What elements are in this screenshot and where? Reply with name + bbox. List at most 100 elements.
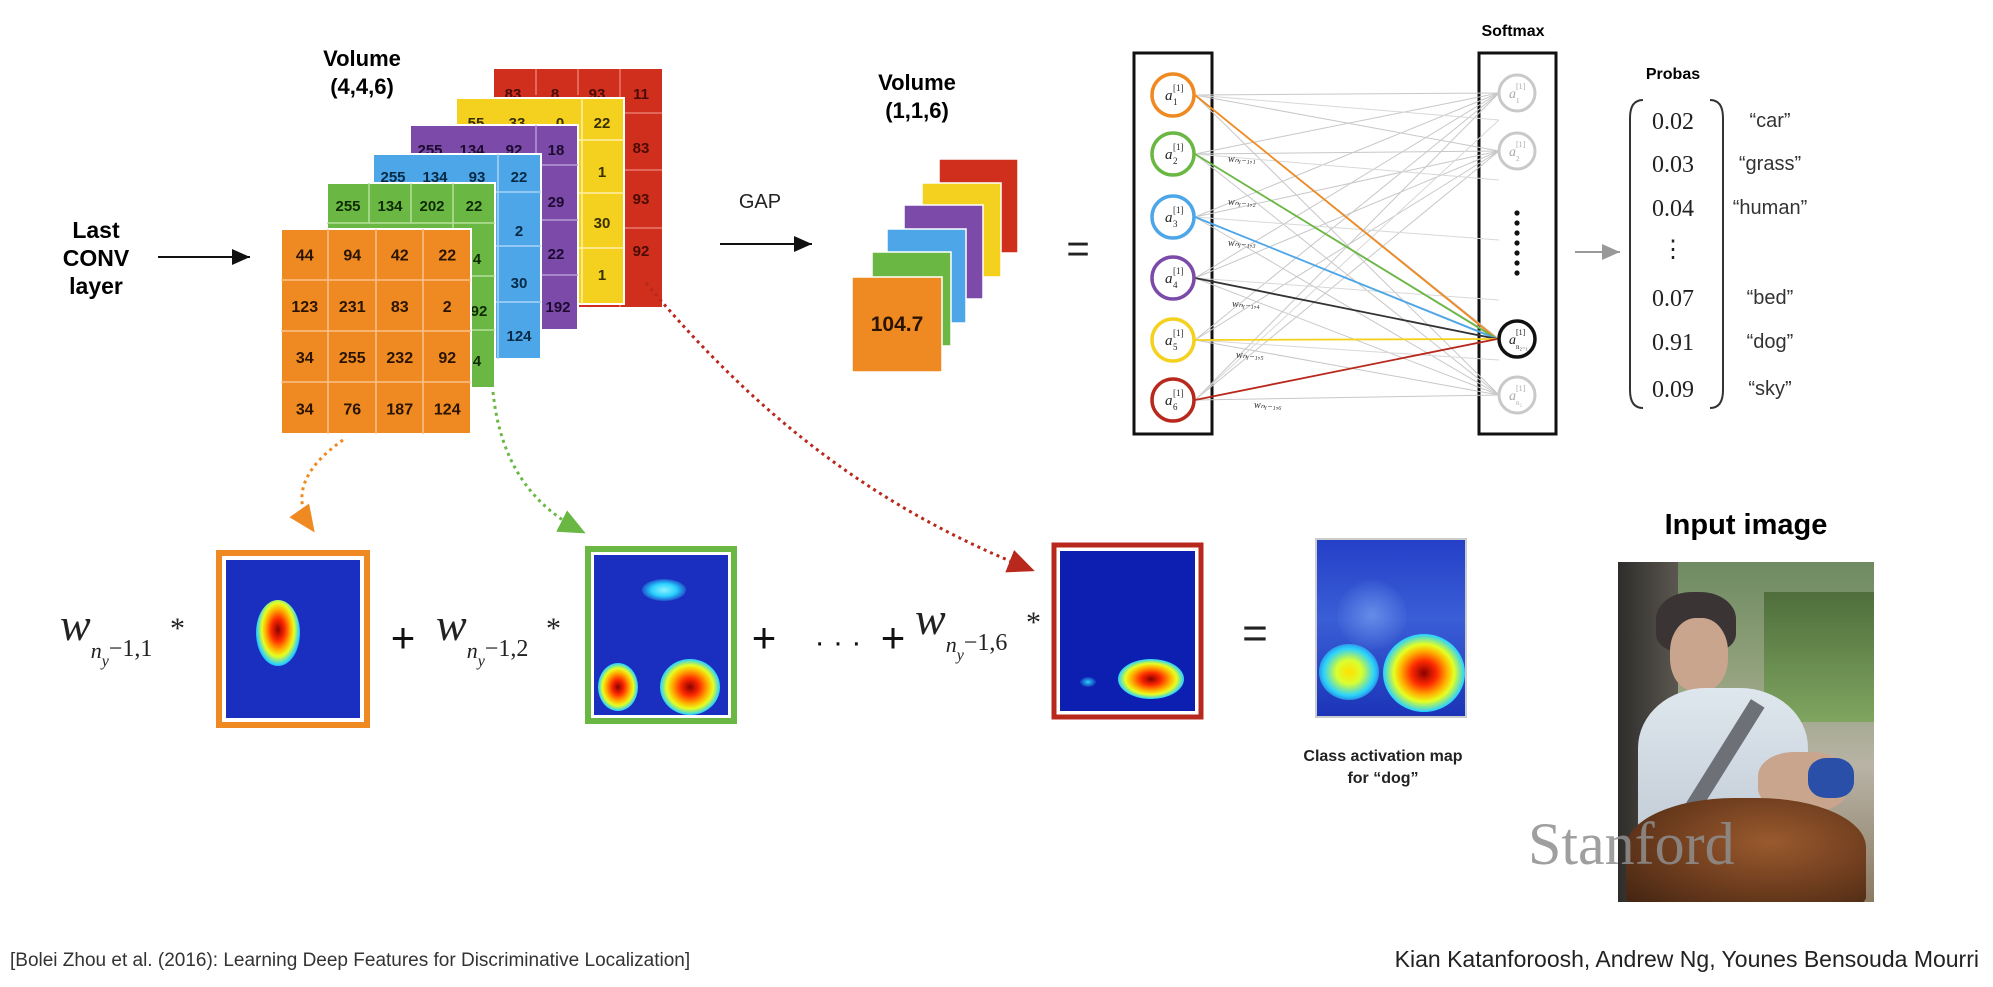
equals-sign-top: =	[1066, 227, 1089, 271]
proba-class-label: “sky”	[1748, 378, 1791, 400]
proba-value: 0.09	[1652, 377, 1694, 403]
weight-line	[1194, 92, 1500, 155]
weight-line	[1194, 119, 1500, 401]
weight-symbol: w	[60, 599, 91, 650]
slice-red-cell: 92	[633, 243, 650, 260]
slice-yellow-cell: 30	[594, 215, 611, 232]
slice-red-cell: 11	[633, 86, 649, 103]
weight-label: wₙᵧ₋₁,₆	[1254, 400, 1282, 411]
softmax-neuron-sup: [1]	[1516, 140, 1526, 149]
orange-dotted-arrow	[289, 438, 344, 533]
hidden-neuron	[1150, 194, 1196, 240]
plus-1: +	[391, 614, 416, 661]
weight-line	[1194, 92, 1500, 279]
weight-label: wₙᵧ₋₁,₃	[1228, 238, 1256, 249]
authors: Kian Katanforoosh, Andrew Ng, Younes Ben…	[1394, 946, 1979, 972]
slice-blue-cell: 93	[469, 169, 486, 186]
weight-connections	[1194, 92, 1500, 401]
front-grid-cell: 124	[434, 401, 461, 418]
weight-term-1: wny−1,1	[60, 598, 152, 670]
slice-purple-cell: 192	[545, 299, 570, 316]
front-grid-cell: 76	[343, 401, 361, 418]
red-dotted-arrow	[644, 282, 1035, 573]
hidden-neuron-sub: 6	[1173, 402, 1178, 412]
gap-volume: 104.7	[851, 158, 1019, 373]
front-grid-cell: 231	[339, 299, 366, 316]
softmax-neuron-sub: 1	[1516, 97, 1520, 105]
proba-class-label: “car”	[1749, 110, 1790, 132]
hidden-neuron-sup: [1]	[1173, 205, 1184, 215]
softmax-neuron-label: a	[1509, 333, 1516, 348]
slice-yellow-cell: 1	[598, 267, 606, 284]
hidden-neuron-sub: 4	[1173, 280, 1178, 290]
weight-line	[1194, 150, 1500, 401]
slice-red-cell: 93	[633, 191, 650, 208]
weight-line	[1194, 150, 1500, 218]
slice-yellow-cell: 0	[556, 115, 564, 132]
heatmap-frame-1	[216, 550, 370, 728]
weight-index: −1,6	[963, 630, 1008, 656]
slice-green-cell: 4	[473, 251, 482, 268]
hidden-neuron-label: a	[1165, 271, 1173, 287]
input-image-title: Input image	[1665, 509, 1828, 541]
hidden-neuron	[1150, 317, 1196, 363]
slice-yellow-cell: 22	[594, 115, 611, 132]
weight-symbol: w	[436, 599, 467, 650]
heatmap-1	[226, 560, 360, 718]
proba-value: 0.04	[1652, 196, 1694, 222]
hidden-neuron	[1150, 377, 1196, 423]
slice-purple-cell: 22	[548, 246, 565, 263]
slice-red-cell: 83	[633, 140, 650, 157]
gap-value: 104.7	[871, 313, 924, 336]
hidden-neuron-sup: [1]	[1173, 388, 1184, 398]
stanford-watermark: Stanford	[1528, 811, 1735, 877]
volume-116-title: Volume	[878, 70, 956, 95]
dog-weight-line	[1194, 153, 1498, 340]
front-grid-cell: 83	[391, 299, 409, 316]
weight-index: −1,2	[484, 636, 529, 662]
weight-subsubscript: y	[477, 653, 485, 670]
hidden-neuron-sup: [1]	[1173, 83, 1184, 93]
weight-line	[1194, 92, 1500, 218]
last-conv-label-3: layer	[69, 273, 123, 299]
class-activation-map	[1315, 538, 1467, 718]
weight-label: wₙᵧ₋₁,₅	[1236, 350, 1264, 361]
green-dotted-arrow	[491, 391, 586, 534]
weight-line	[1194, 153, 1500, 396]
front-grid-cell: 42	[391, 248, 409, 265]
weight-line	[1194, 92, 1500, 96]
probas-label: Probas	[1646, 66, 1700, 83]
softmax-neuron-label: a	[1509, 389, 1516, 404]
probas-list: 0.02“car”0.03“grass”0.04“human”⋮0.07“bed…	[1652, 109, 1807, 403]
slice-blue-cell: 2	[515, 223, 523, 240]
heatmap-frame-6	[1051, 542, 1204, 720]
dog-weight-line	[1194, 277, 1498, 340]
weight-line	[1194, 94, 1500, 121]
front-grid-cell: 2	[443, 299, 452, 316]
dog-weight-line	[1194, 338, 1498, 401]
citation: [Bolei Zhou et al. (2016): Learning Deep…	[10, 950, 691, 971]
slice-green-cell: 202	[419, 198, 444, 215]
weight-subscript: n	[90, 638, 102, 663]
hidden-neuron-label: a	[1165, 147, 1173, 163]
slice-green-cell: 255	[335, 198, 360, 215]
plus-2: +	[752, 614, 777, 661]
weight-subsubscript: y	[956, 647, 964, 664]
weight-subscript: n	[945, 632, 957, 657]
softmax-neuron-sub: n₂₋₁	[1516, 343, 1528, 351]
weight-subsubscript: y	[101, 653, 109, 670]
hidden-neuron-sub: 3	[1173, 219, 1178, 229]
front-grid-cell: 255	[339, 350, 366, 367]
volume-116-shape: (1,1,6)	[885, 98, 949, 123]
weight-symbol: w	[915, 593, 946, 644]
dog-weight-line	[1194, 338, 1498, 341]
slice-red-cell: 8	[551, 86, 559, 103]
softmax-neuron	[1497, 319, 1537, 359]
softmax-layer-box	[1477, 51, 1558, 436]
slice-yellow-cell: 1	[598, 164, 606, 181]
weight-label: wₙᵧ₋₁,₄	[1232, 299, 1260, 310]
slice-green-cell: 22	[466, 198, 483, 215]
